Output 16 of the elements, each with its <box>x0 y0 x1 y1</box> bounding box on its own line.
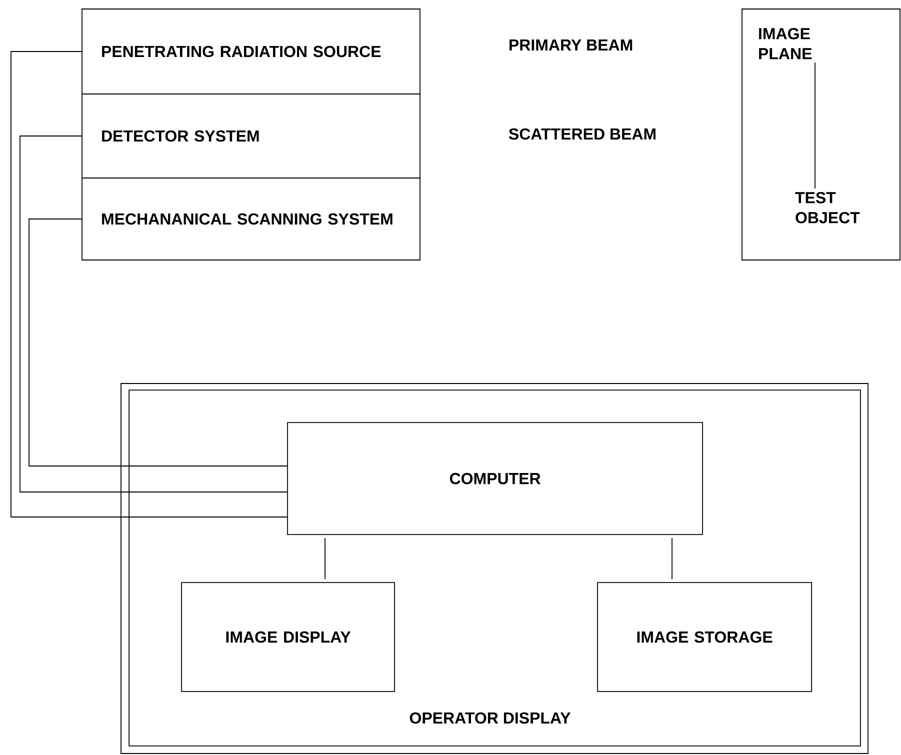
connector-line <box>324 538 326 580</box>
connector-line <box>10 51 288 518</box>
process-box: IMAGE DISPLAY <box>181 582 395 692</box>
connector-line <box>20 136 288 492</box>
connector-line <box>814 62 816 189</box>
connector-line <box>28 218 288 466</box>
process-box: IMAGE STORAGE <box>597 582 812 692</box>
system-box: MECHANANICAL SCANNING SYSTEM <box>82 178 420 260</box>
object-label: TEST OBJECT <box>795 192 860 224</box>
process-box: COMPUTER <box>287 422 703 535</box>
beam-label: PRIMARY BEAM <box>510 40 632 50</box>
beam-label: SCATTERED BEAM <box>508 128 656 140</box>
object-label: IMAGE PLANE <box>759 28 812 60</box>
system-box: PENETRATING RADIATION SOURCE <box>82 8 420 94</box>
system-box: DETECTOR SYSTEM <box>82 94 420 178</box>
box <box>742 8 900 260</box>
